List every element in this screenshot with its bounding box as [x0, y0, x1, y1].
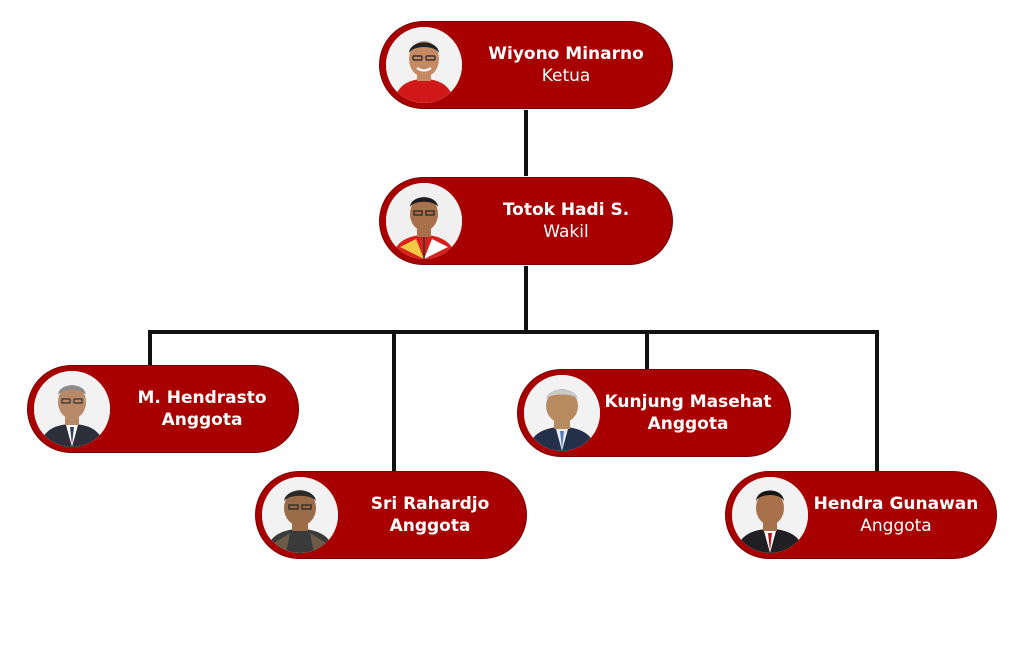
person-photo-icon — [732, 477, 808, 553]
member-name: M. Hendrasto — [137, 388, 267, 408]
member-role: Ketua — [541, 66, 591, 86]
member-role: Wakil — [543, 222, 589, 242]
member-name: Sri Rahardjo — [370, 494, 490, 514]
person-photo-icon — [262, 477, 338, 553]
node-anggota-4: Hendra Gunawan Anggota — [726, 472, 996, 558]
node-anggota-2: Sri Rahardjo Anggota — [256, 472, 526, 558]
connector-ketua-wakil — [524, 110, 528, 176]
person-photo-icon — [386, 27, 462, 103]
member-role: Anggota — [860, 516, 932, 536]
person-photo-icon — [34, 371, 110, 447]
person-photo-icon — [386, 183, 462, 259]
avatar — [732, 477, 808, 553]
avatar — [34, 371, 110, 447]
person-photo-icon — [524, 375, 600, 451]
avatar — [524, 375, 600, 451]
member-name: Totok Hadi S. — [502, 200, 630, 220]
member-role: Anggota — [389, 516, 471, 536]
connector-anggota-4 — [875, 330, 879, 474]
member-role: Anggota — [647, 414, 729, 434]
connector-horizontal-bus — [148, 330, 879, 334]
member-name: Hendra Gunawan — [813, 494, 979, 514]
node-anggota-3: Kunjung Masehat Anggota — [518, 370, 790, 456]
avatar — [262, 477, 338, 553]
connector-anggota-3 — [645, 330, 649, 372]
avatar — [386, 183, 462, 259]
member-name: Wiyono Minarno — [488, 44, 644, 64]
node-ketua: Wiyono Minarno Ketua — [380, 22, 672, 108]
connector-anggota-2 — [392, 330, 396, 474]
avatar — [386, 27, 462, 103]
node-anggota-1: M. Hendrasto Anggota — [28, 366, 298, 452]
connector-wakil-bus — [524, 266, 528, 332]
member-name: Kunjung Masehat — [604, 392, 772, 412]
connector-anggota-1 — [148, 330, 152, 368]
node-wakil: Totok Hadi S. Wakil — [380, 178, 672, 264]
member-role: Anggota — [161, 410, 243, 430]
